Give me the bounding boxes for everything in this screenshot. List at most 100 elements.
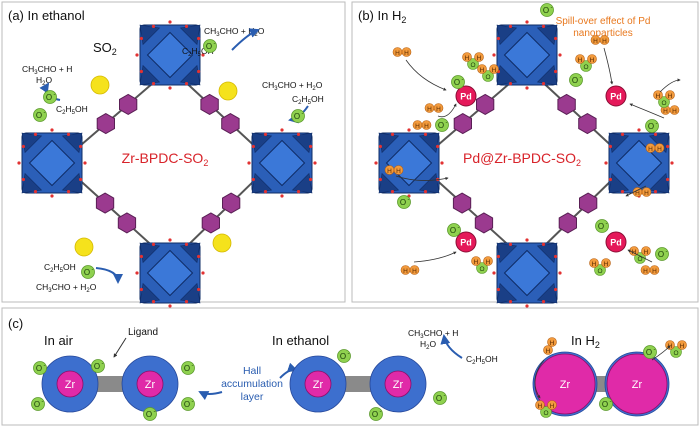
fw-b-link-tr-bond — [536, 76, 618, 152]
hydrogen-symbol: H — [578, 57, 583, 64]
fw-a-so2-group — [74, 237, 94, 257]
hydrogen-atom: H — [489, 64, 499, 74]
hydrogen-atom: H — [483, 256, 493, 266]
hall-label-3: layer — [241, 391, 264, 403]
fw-b-link-br-ring-2 — [558, 212, 577, 234]
oxygen-ion-charge: - — [42, 399, 44, 405]
hydrogen-atom: H — [401, 47, 412, 57]
fw-b-link-tl-ring-2 — [476, 93, 495, 115]
arrow-a-2 — [231, 28, 260, 51]
oxygen-ion-symbol: O — [36, 111, 42, 120]
oxygen-ion-charge: - — [458, 225, 460, 231]
oxygen-ion: O- — [451, 75, 465, 89]
oxygen-ion-symbol: O — [648, 122, 654, 131]
oxygen-ion-charge: - — [192, 399, 194, 405]
water-oxygen-symbol: O — [543, 410, 548, 417]
flow-arrow — [534, 359, 545, 399]
hydrogen-atom: H — [535, 400, 545, 410]
hydrogen-atom: H — [649, 265, 660, 275]
oxygen-ion-charge: - — [102, 361, 104, 367]
fw-b-zr-cluster — [604, 128, 674, 198]
hydrogen-atom: H — [474, 52, 484, 62]
fw-b-link-tr-ring-1 — [557, 93, 576, 115]
hydrogen-symbol: H — [592, 261, 597, 268]
oxygen-ion-symbol: O — [436, 394, 442, 403]
oxygen-ion-symbol: O — [658, 250, 664, 259]
hydrogen-atom: H — [477, 64, 487, 74]
oxygen-ion-charge: - — [302, 111, 304, 117]
pd-symbol: Pd — [460, 238, 472, 248]
svg-text:CH3CHO + H2O: CH3CHO + H2O — [36, 282, 97, 294]
panel-b-label: (b) In H2 — [358, 8, 406, 25]
oxygen-ion: O- — [181, 397, 195, 411]
water-oxygen-symbol: O — [637, 256, 642, 263]
panel-a-center-label: Zr-BPDC-SO2 — [122, 150, 209, 168]
hydrogen-symbol: H — [593, 38, 598, 45]
spillover-text-2: nanoparticles — [573, 28, 632, 39]
pd-nanoparticle: Pd — [605, 231, 627, 253]
hydrogen-symbol: H — [668, 343, 673, 350]
fw-a-link-br-ring-1 — [222, 192, 241, 214]
hydrogen-symbol: H — [387, 168, 392, 175]
ligand-pointer — [113, 337, 127, 358]
oxygen-ion-symbol: O — [572, 76, 578, 85]
oxygen-ion-symbol: O — [340, 352, 346, 361]
oxygen-ion-charge: - — [348, 351, 350, 357]
water-molecule: O — [634, 252, 646, 264]
water-molecule: O — [580, 60, 592, 72]
hydrogen-symbol: H — [465, 55, 470, 62]
reaction-c: CH3CHO + H H2O C2H5OH — [408, 328, 498, 366]
hydrogen-atom: H — [424, 103, 435, 113]
oxygen-ion-charge: - — [666, 249, 668, 255]
hydrogen-symbol: H — [643, 268, 648, 275]
oxygen-ion-charge: - — [656, 121, 658, 127]
svg-text:C2H5OH: C2H5OH — [56, 104, 88, 116]
hydrogen-atom: H — [575, 54, 585, 64]
oxygen-ion: O- — [599, 397, 613, 411]
svg-text:C2H5OH: C2H5OH — [44, 262, 76, 274]
oxygen-ion: O- — [33, 361, 47, 375]
water-molecule: O — [482, 70, 494, 82]
hydrogen-symbol: H — [486, 259, 491, 266]
pd-symbol: Pd — [610, 92, 622, 102]
fw-a-link-tr-ring-1 — [200, 93, 219, 115]
hydrogen-symbol: H — [436, 106, 441, 113]
flow-arrow — [603, 47, 614, 85]
hydrogen-symbol: H — [644, 190, 649, 197]
oxygen-ion-symbol: O — [36, 364, 42, 373]
hydrogen-atom: H — [665, 90, 675, 100]
flow-arrow — [629, 103, 665, 119]
hydrogen-atom: H — [412, 120, 423, 130]
zr-center — [136, 370, 164, 398]
hydrogen-symbol: H — [604, 261, 609, 268]
oxygen-ion: O- — [397, 195, 411, 209]
hydrogen-symbol: H — [474, 259, 479, 266]
oxygen-ion-charge: - — [154, 409, 156, 415]
hydrogen-symbol: H — [648, 146, 653, 153]
hydrogen-atom: H — [641, 187, 652, 197]
hall-label-1: Hall — [243, 365, 261, 377]
oxygen-ion-charge: - — [92, 267, 94, 273]
oxygen-ion: O- — [540, 3, 554, 17]
fw-b-zr-cluster — [374, 128, 444, 198]
oxygen-ion-symbol: O — [84, 268, 90, 277]
oxygen-ion-charge: - — [44, 110, 46, 116]
reaction-a-bottom: C2H5OH CH3CHO + H2O — [36, 262, 97, 294]
oxygen-ion-charge: - — [214, 41, 216, 47]
hydrogen-symbol: H — [590, 57, 595, 64]
hydrogen-atom: H — [601, 258, 611, 268]
hydrogen-symbol: H — [672, 108, 677, 115]
hydrogen-atom: H — [645, 143, 656, 153]
pd-symbol: Pd — [460, 92, 472, 102]
zr-label: Zr — [65, 379, 76, 391]
flow-arrow — [651, 345, 671, 361]
svg-text:CH3CHO + H: CH3CHO + H — [22, 64, 72, 76]
oxygen-ion: O- — [337, 349, 351, 363]
zr-label: Zr — [560, 379, 571, 391]
in-ethanol-label: In ethanol — [272, 333, 329, 348]
hydrogen-atom: H — [433, 103, 444, 113]
hydrogen-atom: H — [543, 345, 553, 355]
